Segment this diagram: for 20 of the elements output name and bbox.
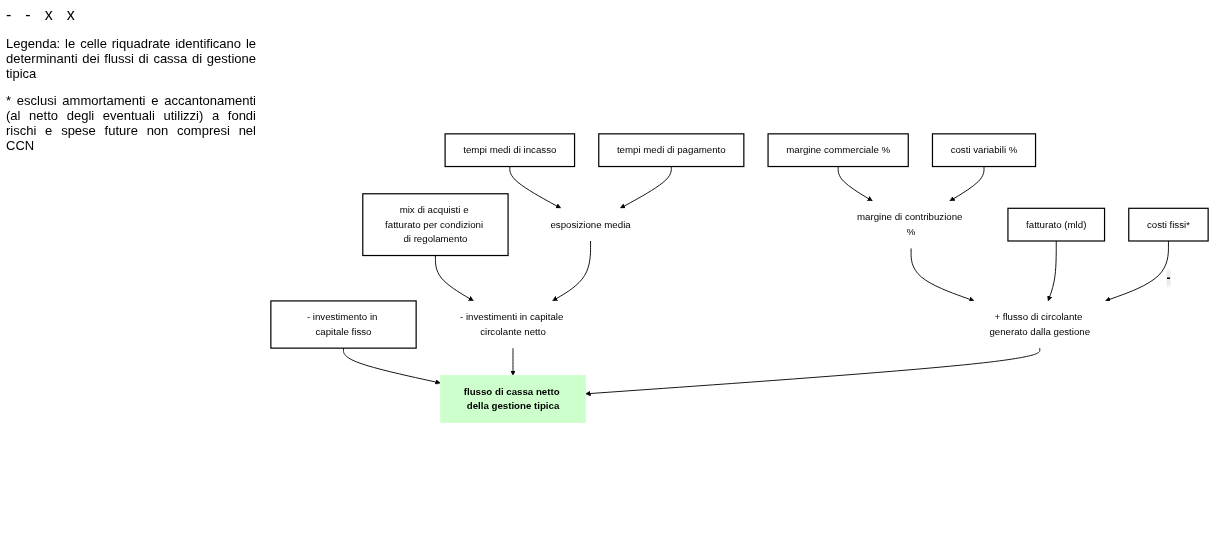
operator-sign: - <box>25 6 31 24</box>
operator-sign: - <box>6 6 12 24</box>
note-text: * esclusi ammortamenti e accantonamenti (al netto degli eventuali utilizzi) a fondi rischi e spese future non compresi nel CCN <box>6 93 256 153</box>
node-box: costi fissi* <box>1128 207 1209 242</box>
node-box: - investimento in capitale fisso <box>270 300 417 350</box>
node-box: fatturato (mld) <box>1007 207 1106 242</box>
edge-label: - <box>1166 271 1171 286</box>
node-box: costi variabili % <box>931 133 1037 168</box>
operator-sign: x <box>44 6 53 24</box>
node-box: margine commerciale % <box>767 133 909 168</box>
node-box: flusso di cassa netto della gestione tipica <box>440 375 586 424</box>
node-text: margine di contribuzione % <box>856 212 963 238</box>
operator-sign: x <box>66 6 75 24</box>
node-text: + flusso di circolante generato dalla gestione <box>989 312 1091 337</box>
node-text: esposizione media <box>550 219 631 230</box>
node-text: - investimenti in capitale circolante netto <box>459 312 564 337</box>
note-text: Legenda: le celle riquadrate identificano le determinanti dei flussi di cassa di gestione tipica <box>6 36 256 81</box>
node-box: mix di acquisti e fatturato per condizioni di regolamento <box>362 193 509 257</box>
node-box: tempi medi di pagamento <box>598 133 745 168</box>
node-box: tempi medi di incasso <box>444 133 576 168</box>
